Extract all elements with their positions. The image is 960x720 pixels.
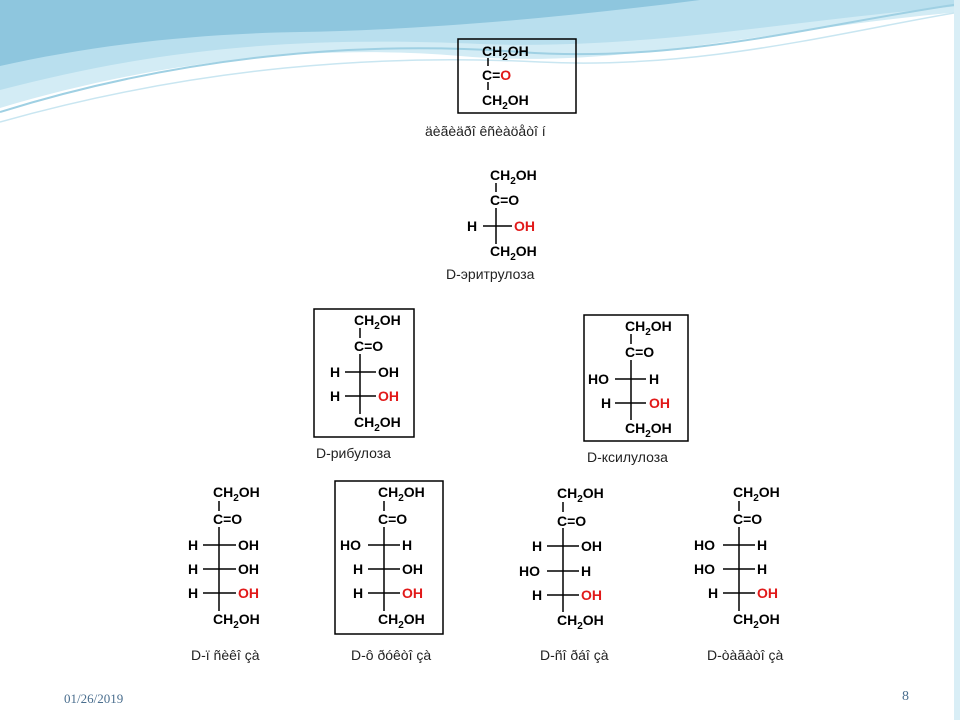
structure-frame bbox=[457, 38, 577, 114]
hydrogen-atom: H bbox=[330, 388, 340, 404]
hydroxyl-group: HO bbox=[694, 561, 715, 577]
hydrogen-atom: H bbox=[757, 537, 767, 553]
ch2oh-group: CH2OH bbox=[557, 485, 604, 505]
carbonyl-group: C=O bbox=[213, 511, 242, 527]
ch2oh-group: CH2OH bbox=[625, 420, 672, 440]
decorative-right-edge bbox=[954, 0, 960, 720]
structure-caption: D-ксилулоза bbox=[587, 449, 668, 465]
ch2oh-group: CH2OH bbox=[733, 611, 780, 631]
ch2oh-group: CH2OH bbox=[213, 611, 260, 631]
hydrogen-atom: H bbox=[402, 537, 412, 553]
ch2oh-group: CH2OH bbox=[482, 43, 529, 63]
hydroxyl-group: OH bbox=[238, 561, 259, 577]
ch2oh-group: CH2OH bbox=[354, 414, 401, 434]
hydroxyl-group-highlighted: OH bbox=[757, 585, 778, 601]
hydroxyl-group-highlighted: OH bbox=[514, 218, 535, 234]
hydroxyl-group-highlighted: OH bbox=[649, 395, 670, 411]
hydroxyl-group: OH bbox=[402, 561, 423, 577]
carbonyl-group: C=O bbox=[490, 192, 519, 208]
structure-frame bbox=[583, 314, 689, 442]
hydrogen-atom: H bbox=[757, 561, 767, 577]
slide-page-number: 8 bbox=[902, 689, 909, 704]
hydroxyl-group-highlighted: OH bbox=[402, 585, 423, 601]
hydroxyl-group: OH bbox=[581, 538, 602, 554]
structure-d-erythrulose: CH2OH C=O H OH CH2OH D-эритрулоза bbox=[446, 167, 537, 282]
hydrogen-atom: H bbox=[649, 371, 659, 387]
hydrogen-atom: H bbox=[188, 585, 198, 601]
structure-caption: D-ï ñèêî çà bbox=[191, 647, 260, 663]
structure-caption: D-эритрулоза bbox=[446, 266, 535, 282]
hydroxyl-group: HO bbox=[340, 537, 361, 553]
ch2oh-group: CH2OH bbox=[354, 312, 401, 332]
carbonyl-group: C=O bbox=[557, 513, 586, 529]
carbonyl-group: C=O bbox=[482, 67, 511, 83]
hydrogen-atom: H bbox=[581, 563, 591, 579]
structure-d-ribulose: CH2OH C=O H OH H OH CH2OH D-рибулоза bbox=[313, 308, 415, 461]
hydrogen-atom: H bbox=[188, 537, 198, 553]
structure-dihydroxyacetone: CH2OH C=O CH2OH äèãèäðî êñèàöåòî í bbox=[425, 38, 577, 139]
hydrogen-atom: H bbox=[708, 585, 718, 601]
carbonyl-group: C=O bbox=[378, 511, 407, 527]
hydroxyl-group-highlighted: OH bbox=[238, 585, 259, 601]
structure-d-xylulose: CH2OH C=O HO H H OH CH2OH D-ксилулоза bbox=[583, 314, 689, 465]
hydrogen-atom: H bbox=[467, 218, 477, 234]
structure-caption: D-ô ðóêòî çà bbox=[351, 647, 431, 663]
hydrogen-atom: H bbox=[188, 561, 198, 577]
hydroxyl-group: HO bbox=[519, 563, 540, 579]
hydroxyl-group: HO bbox=[694, 537, 715, 553]
hydrogen-atom: H bbox=[532, 538, 542, 554]
ch2oh-group: CH2OH bbox=[213, 484, 260, 504]
ch2oh-group: CH2OH bbox=[733, 484, 780, 504]
decorative-wave-banner bbox=[0, 0, 960, 123]
structure-caption: D-рибулоза bbox=[316, 445, 391, 461]
carbonyl-group: C=O bbox=[625, 344, 654, 360]
hydrogen-atom: H bbox=[353, 585, 363, 601]
slide-date: 01/26/2019 bbox=[64, 691, 124, 706]
structure-frame bbox=[313, 308, 415, 438]
structure-frame bbox=[334, 480, 444, 635]
hydrogen-atom: H bbox=[601, 395, 611, 411]
structure-d-tagatose: CH2OH C=O HO H HO H H OH CH2OH D-òàãàòî … bbox=[694, 484, 783, 663]
hydrogen-atom: H bbox=[532, 587, 542, 603]
hydroxyl-group-highlighted: OH bbox=[581, 587, 602, 603]
ch2oh-group: CH2OH bbox=[378, 611, 425, 631]
structure-d-sorbose: CH2OH C=O H OH HO H H OH CH2OH D-ñî ðáî … bbox=[519, 485, 609, 663]
hydroxyl-group-highlighted: OH bbox=[378, 388, 399, 404]
carbonyl-group: C=O bbox=[354, 338, 383, 354]
structure-d-fructose: CH2OH C=O HO H H OH H OH CH2OH D-ô ðóêòî… bbox=[334, 480, 444, 663]
hydrogen-atom: H bbox=[353, 561, 363, 577]
ch2oh-group: CH2OH bbox=[482, 92, 529, 112]
structure-d-psicose: CH2OH C=O H OH H OH H OH CH2OH D-ï ñèêî … bbox=[188, 484, 260, 663]
carbonyl-group: C=O bbox=[733, 511, 762, 527]
ch2oh-group: CH2OH bbox=[625, 318, 672, 338]
hydroxyl-group: OH bbox=[378, 364, 399, 380]
hydroxyl-group: OH bbox=[238, 537, 259, 553]
hydrogen-atom: H bbox=[330, 364, 340, 380]
ch2oh-group: CH2OH bbox=[557, 612, 604, 632]
structure-caption: D-òàãàòî çà bbox=[707, 647, 783, 663]
ch2oh-group: CH2OH bbox=[490, 243, 537, 263]
hydroxyl-group: HO bbox=[588, 371, 609, 387]
ch2oh-group: CH2OH bbox=[378, 484, 425, 504]
structure-caption: äèãèäðî êñèàöåòî í bbox=[425, 123, 546, 139]
ch2oh-group: CH2OH bbox=[490, 167, 537, 187]
structure-caption: D-ñî ðáî çà bbox=[540, 647, 609, 663]
